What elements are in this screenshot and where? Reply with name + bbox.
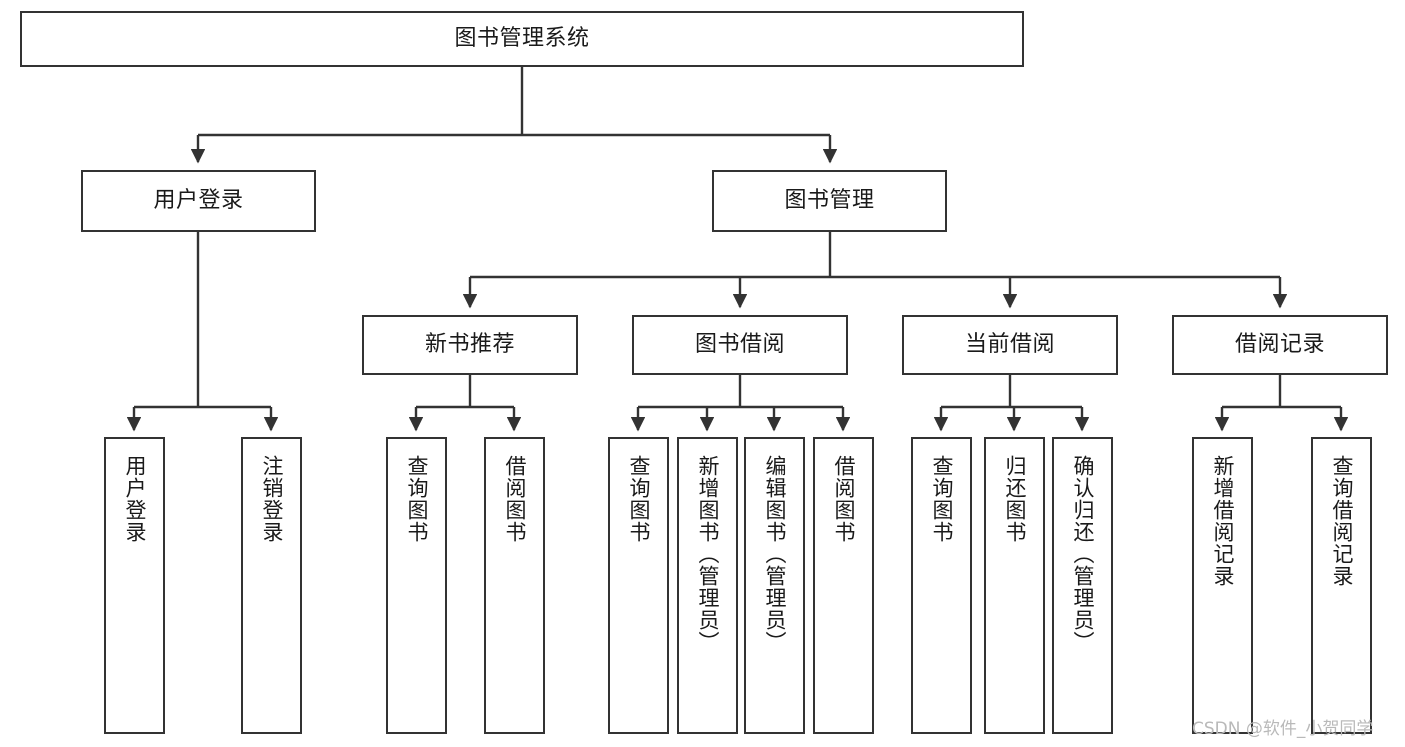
node-leaf-add-borrow-record[interactable]: 新增借阅记录 (1192, 437, 1253, 734)
node-new-book-recommend[interactable]: 新书推荐 (362, 315, 578, 375)
node-label: 注销登录 (260, 455, 284, 543)
node-label: 确认归还（管理员） (1071, 455, 1095, 653)
node-label: 用户登录 (123, 455, 147, 543)
node-label: 借阅记录 (1234, 332, 1325, 358)
node-leaf-borrow-book-1[interactable]: 借阅图书 (484, 437, 545, 734)
node-leaf-query-borrow-record[interactable]: 查询借阅记录 (1311, 437, 1372, 734)
node-label: 新增图书（管理员） (696, 455, 720, 653)
node-root-system[interactable]: 图书管理系统 (20, 11, 1024, 67)
node-label: 查询图书 (627, 455, 651, 543)
node-label: 借阅图书 (832, 455, 856, 543)
node-label: 查询图书 (405, 455, 429, 543)
node-leaf-user-login[interactable]: 用户登录 (104, 437, 165, 734)
node-leaf-query-book-2[interactable]: 查询图书 (608, 437, 669, 734)
node-book-manage[interactable]: 图书管理 (712, 170, 947, 232)
node-label: 当前借阅 (964, 332, 1055, 358)
node-leaf-query-book-3[interactable]: 查询图书 (911, 437, 972, 734)
node-label: 归还图书 (1003, 455, 1027, 543)
node-leaf-borrow-book-2[interactable]: 借阅图书 (813, 437, 874, 734)
node-label: 图书借阅 (694, 332, 785, 358)
node-label: 查询借阅记录 (1330, 455, 1354, 587)
node-label: 编辑图书（管理员） (763, 455, 787, 653)
node-label: 用户登录 (153, 188, 244, 214)
node-label: 图书管理系统 (454, 26, 590, 52)
node-leaf-return-book[interactable]: 归还图书 (984, 437, 1045, 734)
node-user-login[interactable]: 用户登录 (81, 170, 316, 232)
node-label: 借阅图书 (503, 455, 527, 543)
node-book-borrow[interactable]: 图书借阅 (632, 315, 848, 375)
csdn-watermark: CSDN @软件_小贺同学 (1192, 719, 1374, 739)
node-label: 查询图书 (930, 455, 954, 543)
node-leaf-add-book[interactable]: 新增图书（管理员） (677, 437, 738, 734)
node-label: 图书管理 (784, 188, 875, 214)
node-current-borrow[interactable]: 当前借阅 (902, 315, 1118, 375)
node-leaf-logout-login[interactable]: 注销登录 (241, 437, 302, 734)
node-label: 新书推荐 (424, 332, 515, 358)
node-leaf-query-book-1[interactable]: 查询图书 (386, 437, 447, 734)
node-label: 新增借阅记录 (1211, 455, 1235, 587)
node-leaf-confirm-return[interactable]: 确认归还（管理员） (1052, 437, 1113, 734)
node-leaf-edit-book[interactable]: 编辑图书（管理员） (744, 437, 805, 734)
node-borrow-record[interactable]: 借阅记录 (1172, 315, 1388, 375)
